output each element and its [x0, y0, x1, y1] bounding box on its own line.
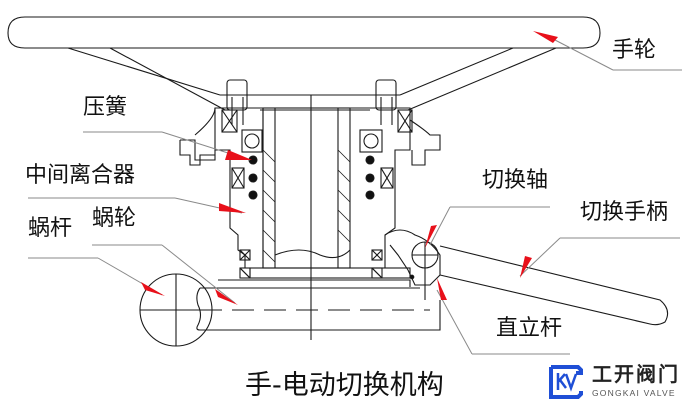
label-switch-shaft: 切换轴 — [482, 168, 549, 193]
arrow-switch-handle — [520, 256, 532, 278]
label-worm-gear: 蜗轮 — [92, 206, 137, 231]
label-intermediate-clutch: 中间离合器 — [25, 163, 136, 188]
arrow-worm — [141, 282, 165, 296]
label-handwheel: 手轮 — [612, 38, 657, 63]
spring-coil — [365, 190, 375, 200]
leader-line — [429, 206, 451, 246]
arrow-handwheel — [533, 31, 558, 43]
bearing — [359, 129, 383, 153]
arrow-clutch — [219, 203, 246, 213]
leader-line — [554, 39, 614, 71]
leader-line — [519, 237, 561, 277]
spring-coil — [365, 173, 375, 183]
worm-gear — [218, 279, 411, 287]
worm-gear-break — [196, 287, 202, 331]
handwheel-spoke — [399, 47, 514, 96]
bolt — [375, 79, 397, 111]
company-logo: 工开阀门 GONGKAI VALVE — [548, 362, 698, 408]
kv-logo-icon — [549, 365, 583, 399]
handwheel-spoke — [109, 47, 226, 111]
spring-coil — [248, 190, 258, 200]
handwheel-rim — [7, 16, 601, 49]
label-upright-rod: 直立杆 — [496, 316, 563, 341]
arrow-switch-shaft — [425, 225, 437, 248]
label-spring: 压簧 — [83, 95, 128, 120]
arrow-spring — [225, 150, 252, 160]
diagram-title: 手-电动切换机构 — [245, 370, 444, 401]
spring-coil — [248, 173, 258, 183]
handwheel-spoke — [407, 47, 557, 111]
label-worm: 蜗杆 — [28, 216, 73, 241]
label-switch-handle: 切换手柄 — [580, 200, 669, 225]
logo-text-en: GONGKAI VALVE — [592, 388, 676, 398]
leader-line — [161, 244, 236, 304]
bearing — [241, 129, 263, 153]
spring-coil — [365, 155, 375, 165]
central-sleeve — [262, 107, 351, 269]
leader-line — [436, 289, 473, 355]
handwheel-spoke — [67, 47, 221, 96]
switch-handle — [439, 245, 669, 326]
arrow-upright-rod — [437, 278, 447, 300]
arrow-wormgear — [215, 289, 238, 305]
logo-text-cn: 工开阀门 — [592, 362, 680, 386]
